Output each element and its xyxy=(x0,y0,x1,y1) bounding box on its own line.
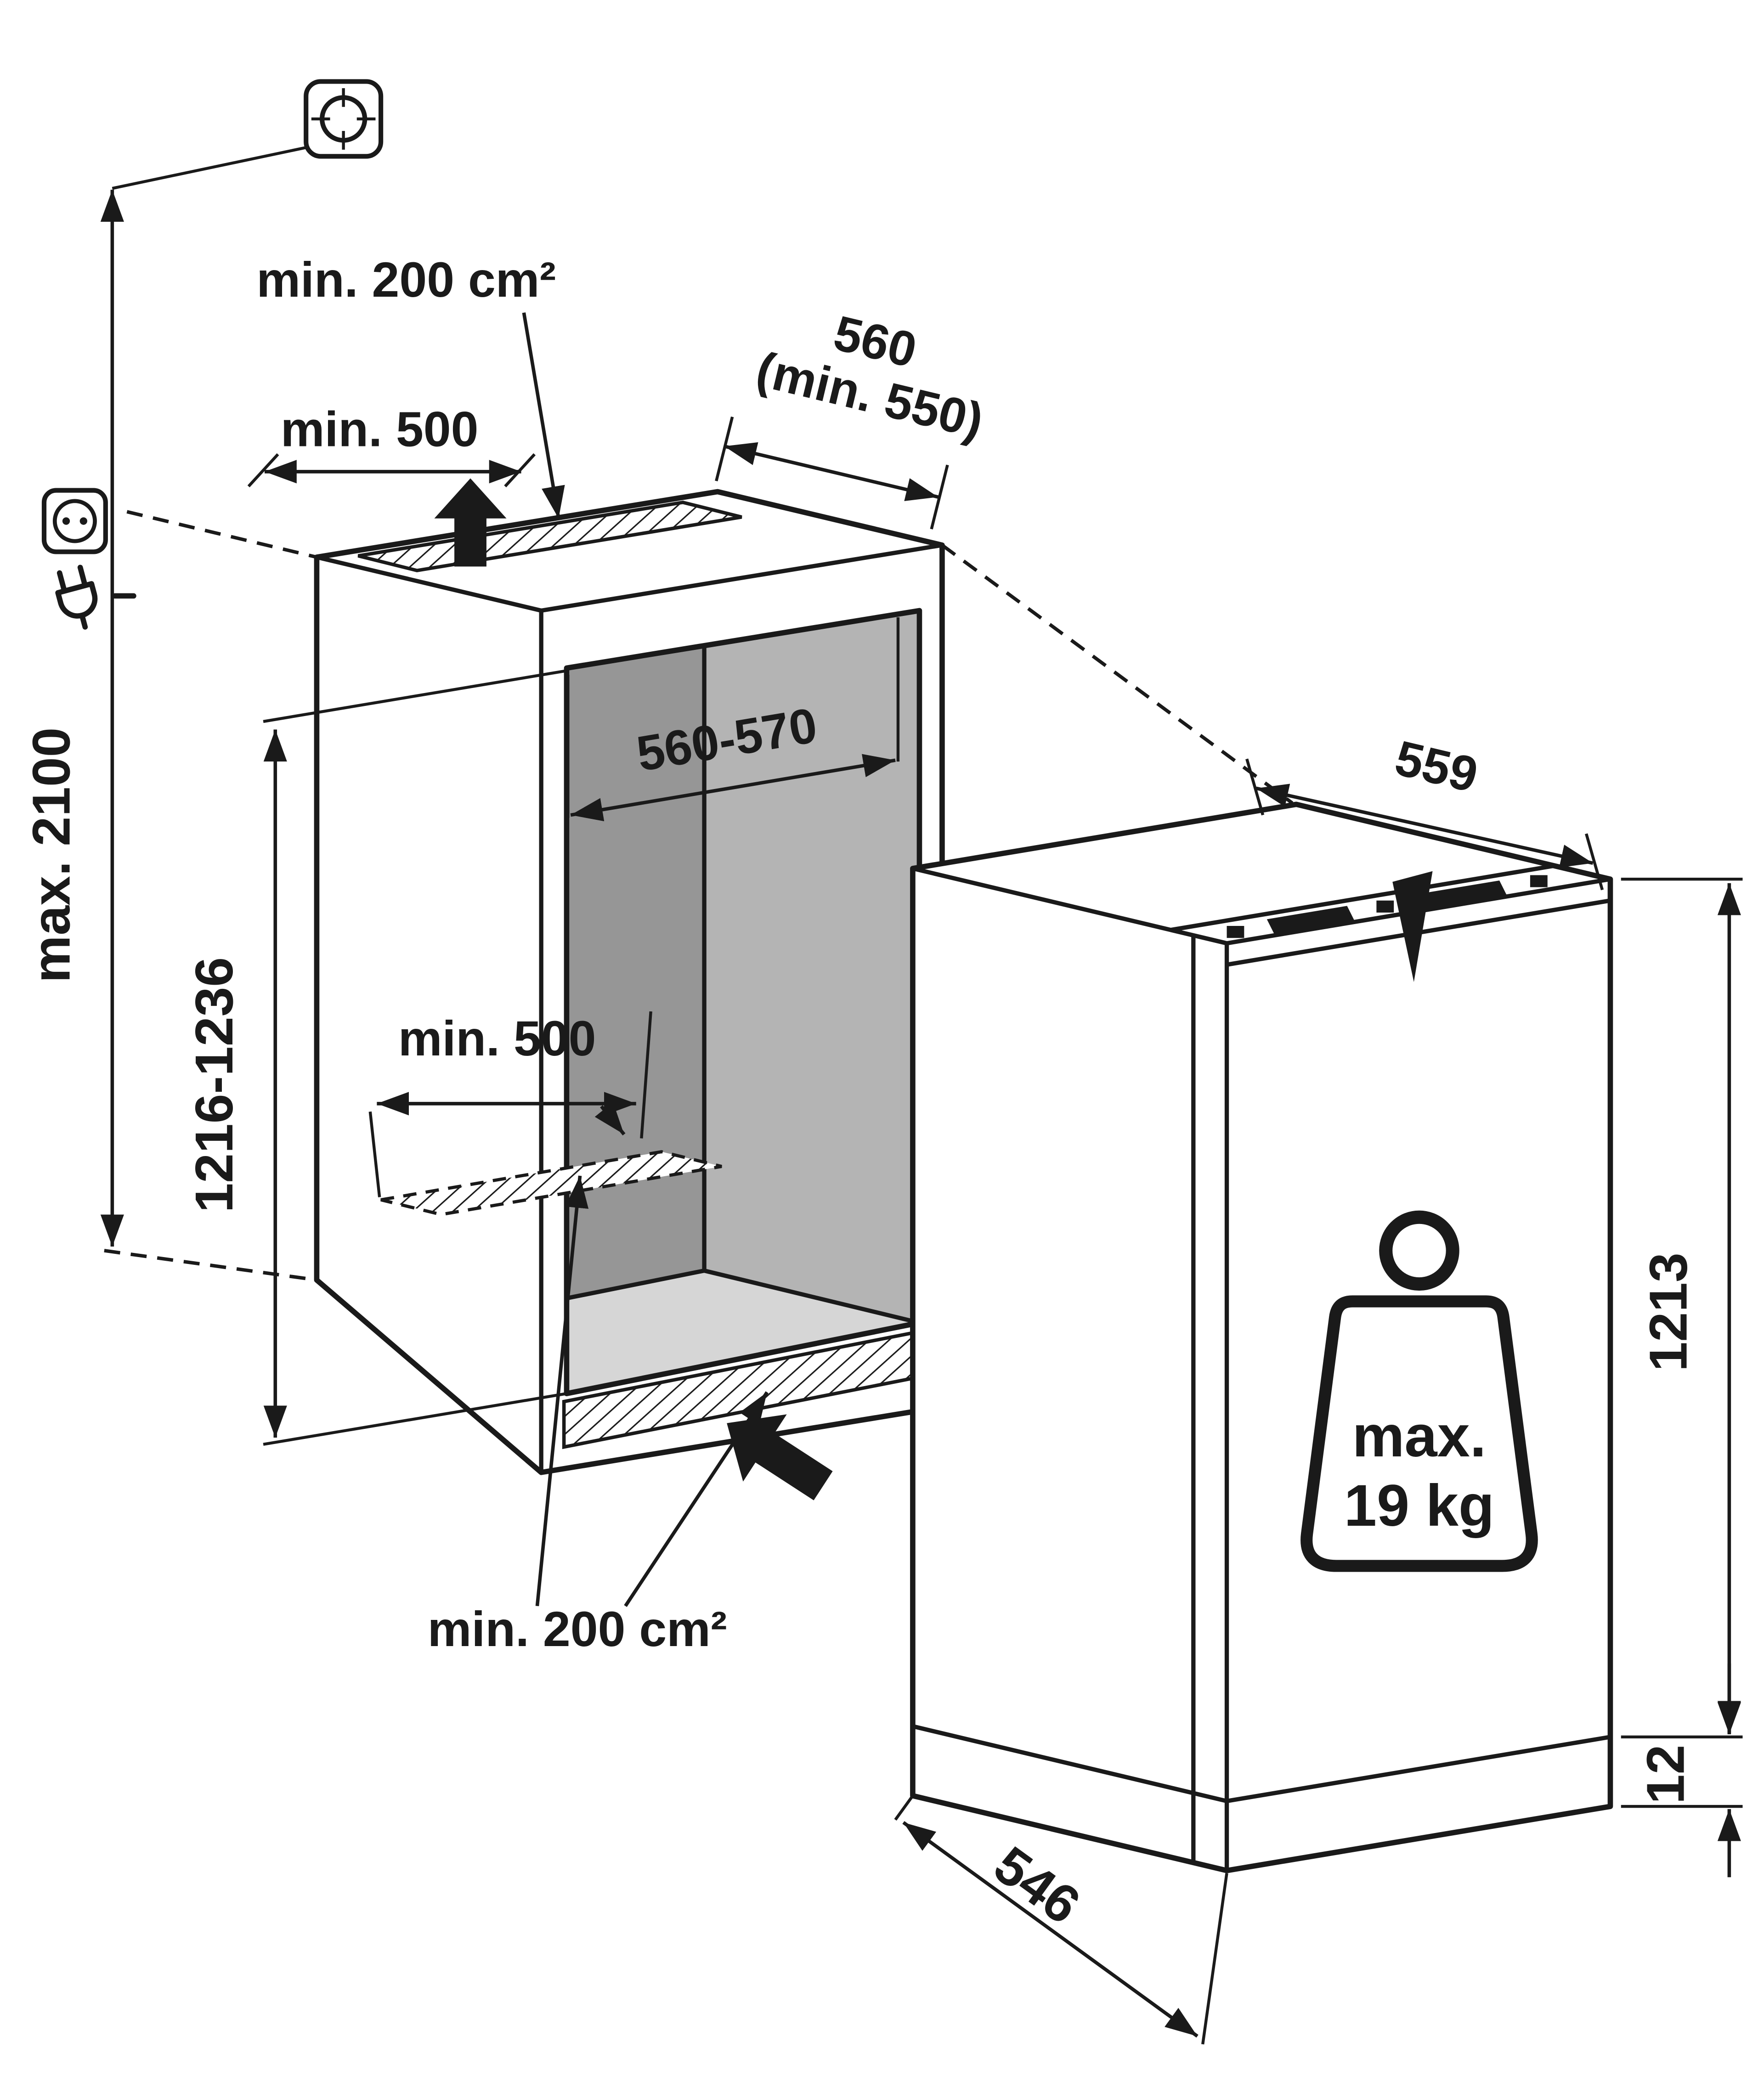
weight-icon: max. 19 kg xyxy=(1300,1210,1538,1572)
label-appliance-depth: 546 xyxy=(984,1835,1091,1935)
dimension-base-recess: 12 xyxy=(1621,1663,1743,1878)
dimension-niche-height: 1216-1236 xyxy=(184,669,567,1446)
top-vent-hatch xyxy=(357,500,742,573)
niche-cabinet xyxy=(314,489,945,1475)
label-niche-height: 1216-1236 xyxy=(184,957,244,1213)
appliance-box: max. 19 kg xyxy=(910,801,1613,1873)
dimension-niche-depth: 560 (min. 550) xyxy=(715,305,989,530)
label-ceiling-clearance: max. 2100 xyxy=(21,728,81,983)
label-base-recess: 12 xyxy=(1635,1745,1695,1804)
label-base-vent-depth: min. 500 xyxy=(398,1011,596,1066)
dimension-ceiling-clearance: max. 2100 xyxy=(21,145,309,1247)
power-socket-icon xyxy=(41,488,108,554)
niche-floor xyxy=(566,1270,920,1394)
plinth-vent-strip xyxy=(380,1150,722,1216)
label-appliance-height: 1213 xyxy=(1638,1252,1698,1371)
door-weight-label-line1: max. xyxy=(1352,1404,1487,1469)
label-base-vent: min. 200 cm² xyxy=(428,1175,769,1657)
label-appliance-width: 559 xyxy=(1390,730,1483,803)
airflow-arrow-top-icon xyxy=(434,478,507,567)
label-top-vent: min. 200 cm² xyxy=(256,252,565,519)
airflow-arrow-bottom-icon xyxy=(727,1414,833,1500)
dimension-base-vent-depth: min. 500 xyxy=(368,1011,652,1197)
label-top-vent-area: min. 200 cm² xyxy=(256,252,556,307)
door-weight-label-line2: 19 kg xyxy=(1344,1473,1494,1539)
dimension-appliance-height: 1213 xyxy=(1621,877,1743,1739)
label-base-vent-area: min. 200 cm² xyxy=(428,1602,727,1657)
dimension-top-clearance: min. 500 xyxy=(247,402,536,488)
mounting-screw-icon xyxy=(304,79,384,159)
power-plug-icon xyxy=(55,564,136,630)
hinge-damper-details xyxy=(1170,863,1611,982)
label-top-clearance: min. 500 xyxy=(281,402,479,457)
